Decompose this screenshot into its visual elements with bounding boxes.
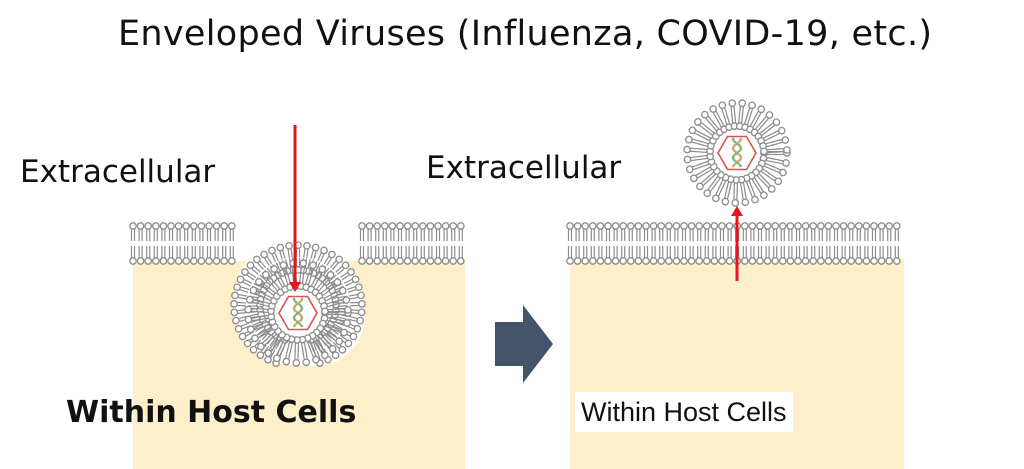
diagram-title: Enveloped Viruses (Influenza, COVID-19, … <box>118 14 933 54</box>
exit-arrow <box>731 206 743 281</box>
cell-membrane-left <box>129 222 465 265</box>
within-host-cells-label-right: Within Host Cells <box>575 392 793 432</box>
entry-arrow <box>289 125 301 292</box>
virus-released <box>683 99 791 207</box>
extracellular-label-right: Extracellular <box>426 150 622 186</box>
host-cell-right <box>570 259 904 469</box>
cell-membrane-right <box>566 222 901 265</box>
within-host-cells-label-left: Within Host Cells <box>66 395 357 430</box>
right-arrow-icon <box>495 305 553 383</box>
virus-inside-cell <box>244 259 352 367</box>
extracellular-label-left: Extracellular <box>20 154 216 190</box>
